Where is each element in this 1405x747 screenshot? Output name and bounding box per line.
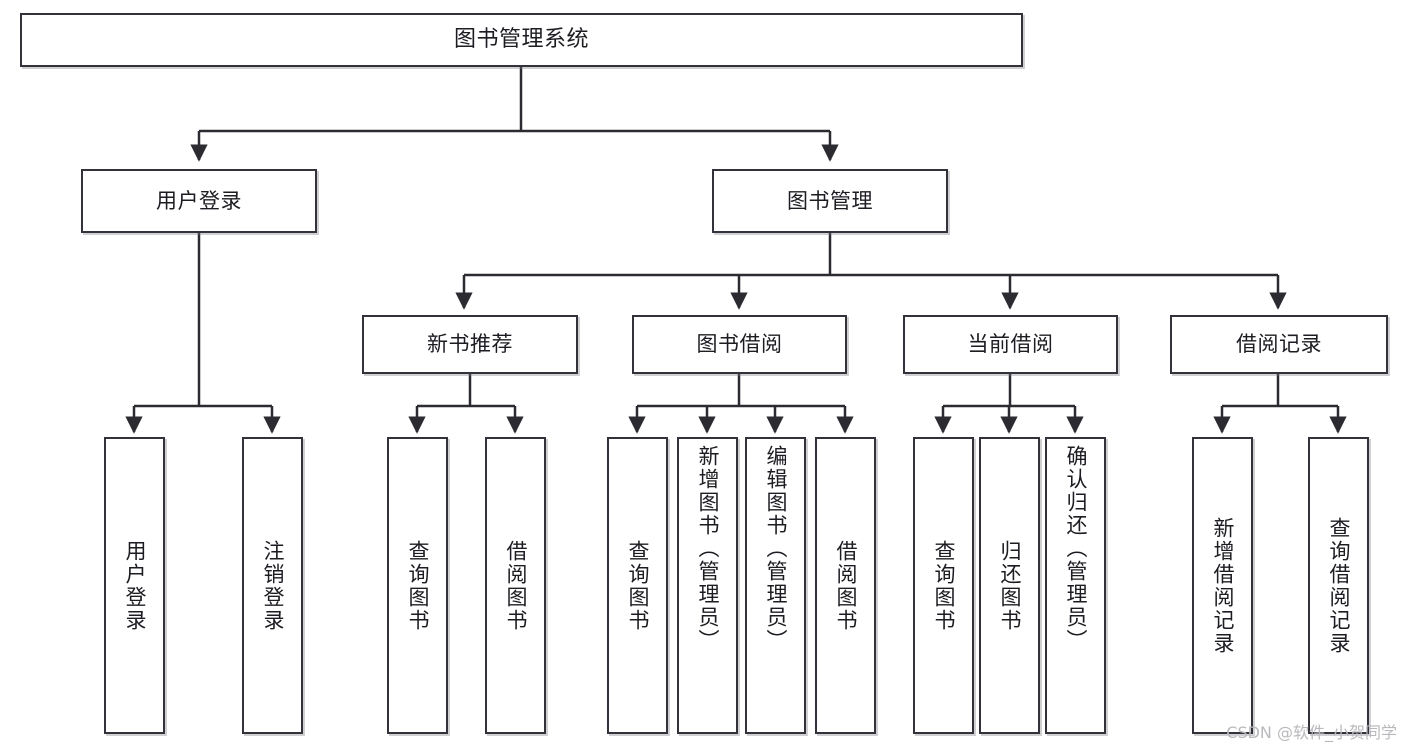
leaf-user-logout[interactable]: 注销登录	[242, 437, 303, 734]
leaf-borrow-edit-book-admin[interactable]: 编辑图书（管理员）	[745, 437, 806, 734]
leaf-current-confirm-return-admin[interactable]: 确认归还（管理员）	[1045, 437, 1106, 734]
leaf-borrow-borrow-book[interactable]: 借阅图书	[815, 437, 876, 734]
node-book-management[interactable]: 图书管理	[712, 169, 948, 233]
csdn-watermark: CSDN @软件_小贺同学	[1226, 723, 1397, 742]
node-root-label: 图书管理系统	[453, 27, 589, 53]
leaf-current-return-book-label: 归还图书	[998, 539, 1022, 632]
leaf-borrow-borrow-book-label: 借阅图书	[834, 539, 858, 632]
node-book-borrow[interactable]: 图书借阅	[632, 315, 847, 374]
node-new-book-recommend-label: 新书推荐	[427, 332, 513, 357]
leaf-borrow-query-book[interactable]: 查询图书	[607, 437, 668, 734]
leaf-record-query-record-label: 查询借阅记录	[1327, 516, 1351, 655]
node-borrow-record[interactable]: 借阅记录	[1170, 315, 1388, 374]
node-current-borrow[interactable]: 当前借阅	[903, 315, 1118, 374]
leaf-record-add-record[interactable]: 新增借阅记录	[1192, 437, 1253, 734]
node-new-book-recommend[interactable]: 新书推荐	[362, 315, 578, 374]
leaf-current-return-book[interactable]: 归还图书	[979, 437, 1040, 734]
node-user-login[interactable]: 用户登录	[81, 169, 317, 233]
leaf-borrow-query-book-label: 查询图书	[626, 539, 650, 632]
node-borrow-record-label: 借阅记录	[1236, 332, 1322, 357]
leaf-record-query-record[interactable]: 查询借阅记录	[1308, 437, 1369, 734]
leaf-newbook-query-book-label: 查询图书	[406, 539, 430, 632]
leaf-borrow-add-book-admin-label: 新增图书（管理员）	[696, 445, 720, 652]
node-book-borrow-label: 图书借阅	[696, 332, 783, 357]
node-current-borrow-label: 当前借阅	[967, 332, 1054, 357]
node-root[interactable]: 图书管理系统	[20, 13, 1023, 67]
leaf-user-login[interactable]: 用户登录	[104, 437, 165, 734]
leaf-borrow-edit-book-admin-label: 编辑图书（管理员）	[764, 445, 788, 652]
leaf-newbook-borrow-book-label: 借阅图书	[504, 539, 528, 632]
leaf-record-add-record-label: 新增借阅记录	[1211, 516, 1235, 655]
leaf-newbook-query-book[interactable]: 查询图书	[387, 437, 448, 734]
leaf-borrow-add-book-admin[interactable]: 新增图书（管理员）	[677, 437, 738, 734]
node-user-login-label: 用户登录	[156, 188, 242, 213]
leaf-user-logout-label: 注销登录	[261, 539, 285, 632]
leaf-current-query-book-label: 查询图书	[932, 539, 956, 632]
node-book-management-label: 图书管理	[787, 188, 873, 213]
leaf-newbook-borrow-book[interactable]: 借阅图书	[485, 437, 546, 734]
leaf-current-query-book[interactable]: 查询图书	[913, 437, 974, 734]
leaf-current-confirm-return-admin-label: 确认归还（管理员）	[1064, 445, 1088, 652]
leaf-user-login-label: 用户登录	[123, 539, 147, 632]
